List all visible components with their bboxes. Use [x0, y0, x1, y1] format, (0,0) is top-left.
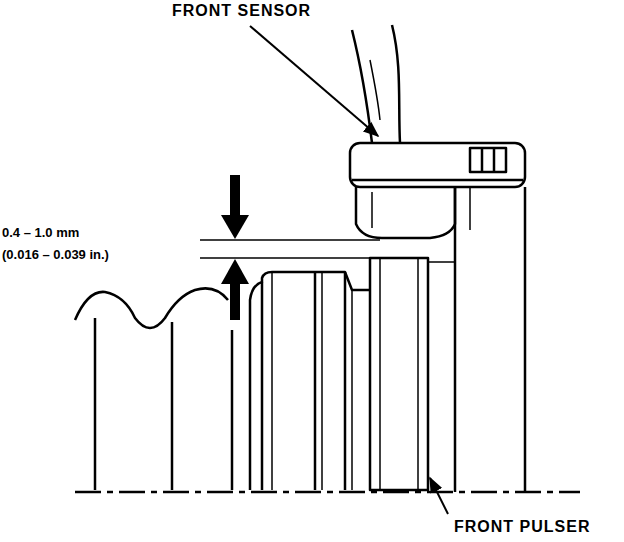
knuckle-housing [455, 187, 525, 492]
part-name: FRONT PULSER [454, 518, 590, 536]
leader-line [430, 478, 448, 514]
dimension-line [200, 239, 380, 241]
sensor-cap [350, 143, 525, 187]
mounting-bolt [470, 148, 506, 172]
dimension-arrow [230, 282, 240, 320]
part-name: FRONT SENSOR [172, 2, 311, 20]
dimension: (0.016 – 0.039 in.) [2, 248, 109, 262]
center-line [75, 491, 580, 494]
dimension-line [200, 257, 370, 259]
pulser-ring [370, 258, 428, 490]
sensor-cable [352, 30, 372, 143]
leader-line [250, 26, 378, 136]
dimension: 0.4 – 1.0 mm [2, 226, 79, 240]
dimension-arrow [230, 175, 240, 217]
sensor-cable [392, 25, 400, 143]
joint-boot [75, 288, 228, 328]
sensor-body [356, 187, 455, 238]
